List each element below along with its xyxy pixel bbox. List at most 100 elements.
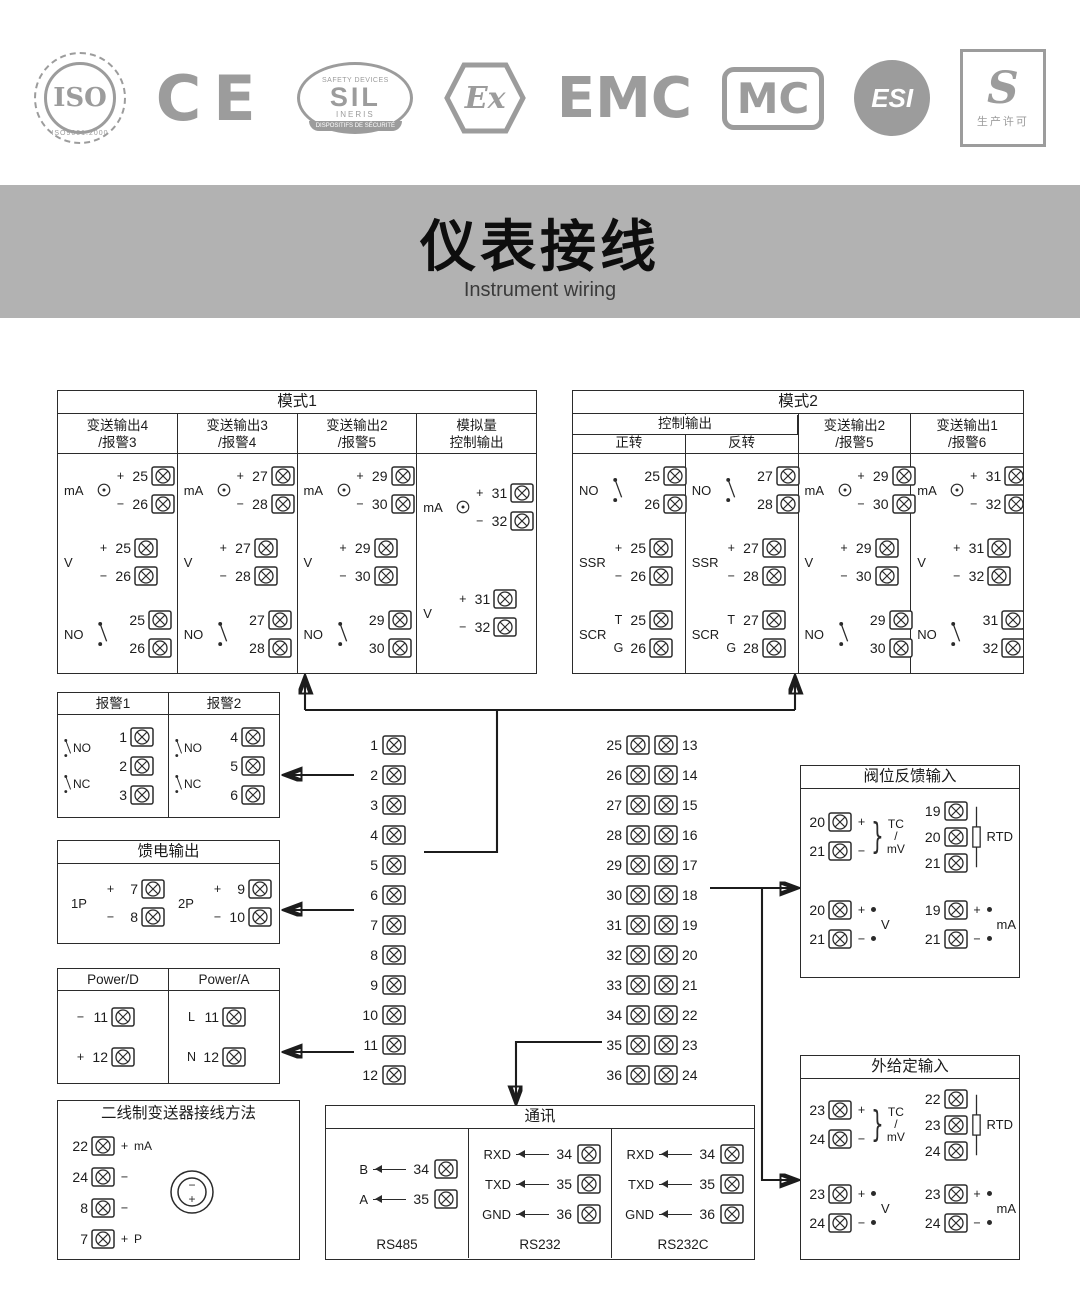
screw-terminal-icon [130,727,154,747]
comm-standard-label: RS232 [519,1237,561,1252]
terminal: 26 [626,494,687,514]
circuit-label: V [64,554,73,570]
sil-logo: SAFETY DEVICES SIL INERIS DISPOSITIFS DE… [297,62,414,134]
polarity-mark: − [459,620,467,634]
terminal: 26 [111,638,172,658]
terminal-number: 28 [249,640,265,656]
terminal-number: 25 [630,612,646,628]
terminal-number: 20 [682,947,698,963]
terminal-number: 12 [203,1049,219,1065]
circuit-label: SSR [579,554,606,570]
terminal: +7 [104,879,165,899]
switch-contact-icon [64,775,72,793]
terminal: −32 [456,617,517,637]
polarity-mark: T [727,613,736,627]
screw-terminal-icon [943,1115,968,1135]
switch-contact-icon [175,739,183,757]
terminal-number: 21 [682,977,698,993]
polarity-mark: + [973,902,981,917]
terminal-number: 27 [757,468,773,484]
polarity-mark: − [213,910,222,924]
circuit-label: mA [917,482,937,498]
screw-terminal-icon [268,638,292,658]
switch-contact-icon [337,621,347,647]
screw-terminal-icon [828,1100,852,1120]
circuit-label: V [804,554,814,570]
signal-label: GND [482,1206,511,1222]
screw-terminal-icon [382,1035,406,1055]
terminal: +27 [725,538,786,558]
screw-terminal-icon [654,855,678,875]
terminal-number: 25 [129,612,145,628]
screw-terminal-icon [626,1065,650,1085]
rtd-label: RTD [986,829,1013,845]
terminal-number: 24 [924,1142,941,1159]
screw-terminal-icon [271,466,295,486]
column-header: 正转 [573,414,685,454]
terminal: −28 [217,566,278,586]
terminal: 20+ [807,900,876,920]
screw-terminal-icon [943,1141,968,1161]
terminal: −30 [354,494,415,514]
screw-terminal-icon [776,494,800,514]
polarity-mark: − [236,497,244,511]
sil-ineris-text: INERIS [336,110,375,119]
circuit-label: SCR [579,626,607,642]
screw-terminal-icon [141,907,165,927]
terminal: 22 [923,1089,968,1109]
signal-label: B [359,1161,368,1177]
screw-terminal-icon [626,915,650,935]
terminal: −26 [114,494,175,514]
screw-terminal-icon [382,1005,406,1025]
screw-terminal-icon [387,638,412,658]
terminal: +9 [211,879,272,899]
terminal: +31 [967,466,1023,486]
signal-label: GND [625,1206,654,1222]
wire-dot [986,907,992,913]
polarity-mark: − [857,497,865,511]
terminal-number: 7 [130,881,138,897]
terminal: 24− [70,1166,154,1187]
terminal: −30 [838,566,899,586]
terminal-number: 26 [644,496,660,512]
voltage-input: 23+24−V [807,1167,923,1251]
terminal-number: 6 [230,787,238,803]
screw-terminal-icon [141,879,165,899]
wire-arrow-icon [373,1164,406,1173]
polarity-mark: − [99,569,108,583]
terminal: −28 [725,566,786,586]
circuit-mA: mA+27−28 [178,454,297,526]
polarity-mark: − [106,910,115,924]
terminal: 4 [204,727,265,747]
screw-terminal-icon [649,566,673,586]
terminal-number: 19 [682,917,698,933]
terminal: 20+ [807,812,868,832]
screw-terminal-icon [111,1007,135,1027]
box-title: 馈电输出 [58,841,279,864]
screw-terminal-icon [762,638,786,658]
terminal-number: 24 [682,1067,698,1083]
terminal-number: 36 [556,1206,572,1222]
circuit-label: 2P [178,895,194,911]
terminal-number: 26 [129,640,145,656]
polarity-mark: N [186,1050,197,1064]
terminal-number: 14 [682,767,698,783]
polarity-mark: + [857,1103,866,1118]
terminal-number: 34 [556,1146,572,1162]
column-header: Power/D [58,969,168,991]
screw-terminal-icon [382,735,406,755]
terminal-number: 27 [743,612,759,628]
terminal: −11 [74,1007,135,1027]
terminal: 21 [923,853,968,873]
terminal-number: 11 [204,1009,219,1025]
